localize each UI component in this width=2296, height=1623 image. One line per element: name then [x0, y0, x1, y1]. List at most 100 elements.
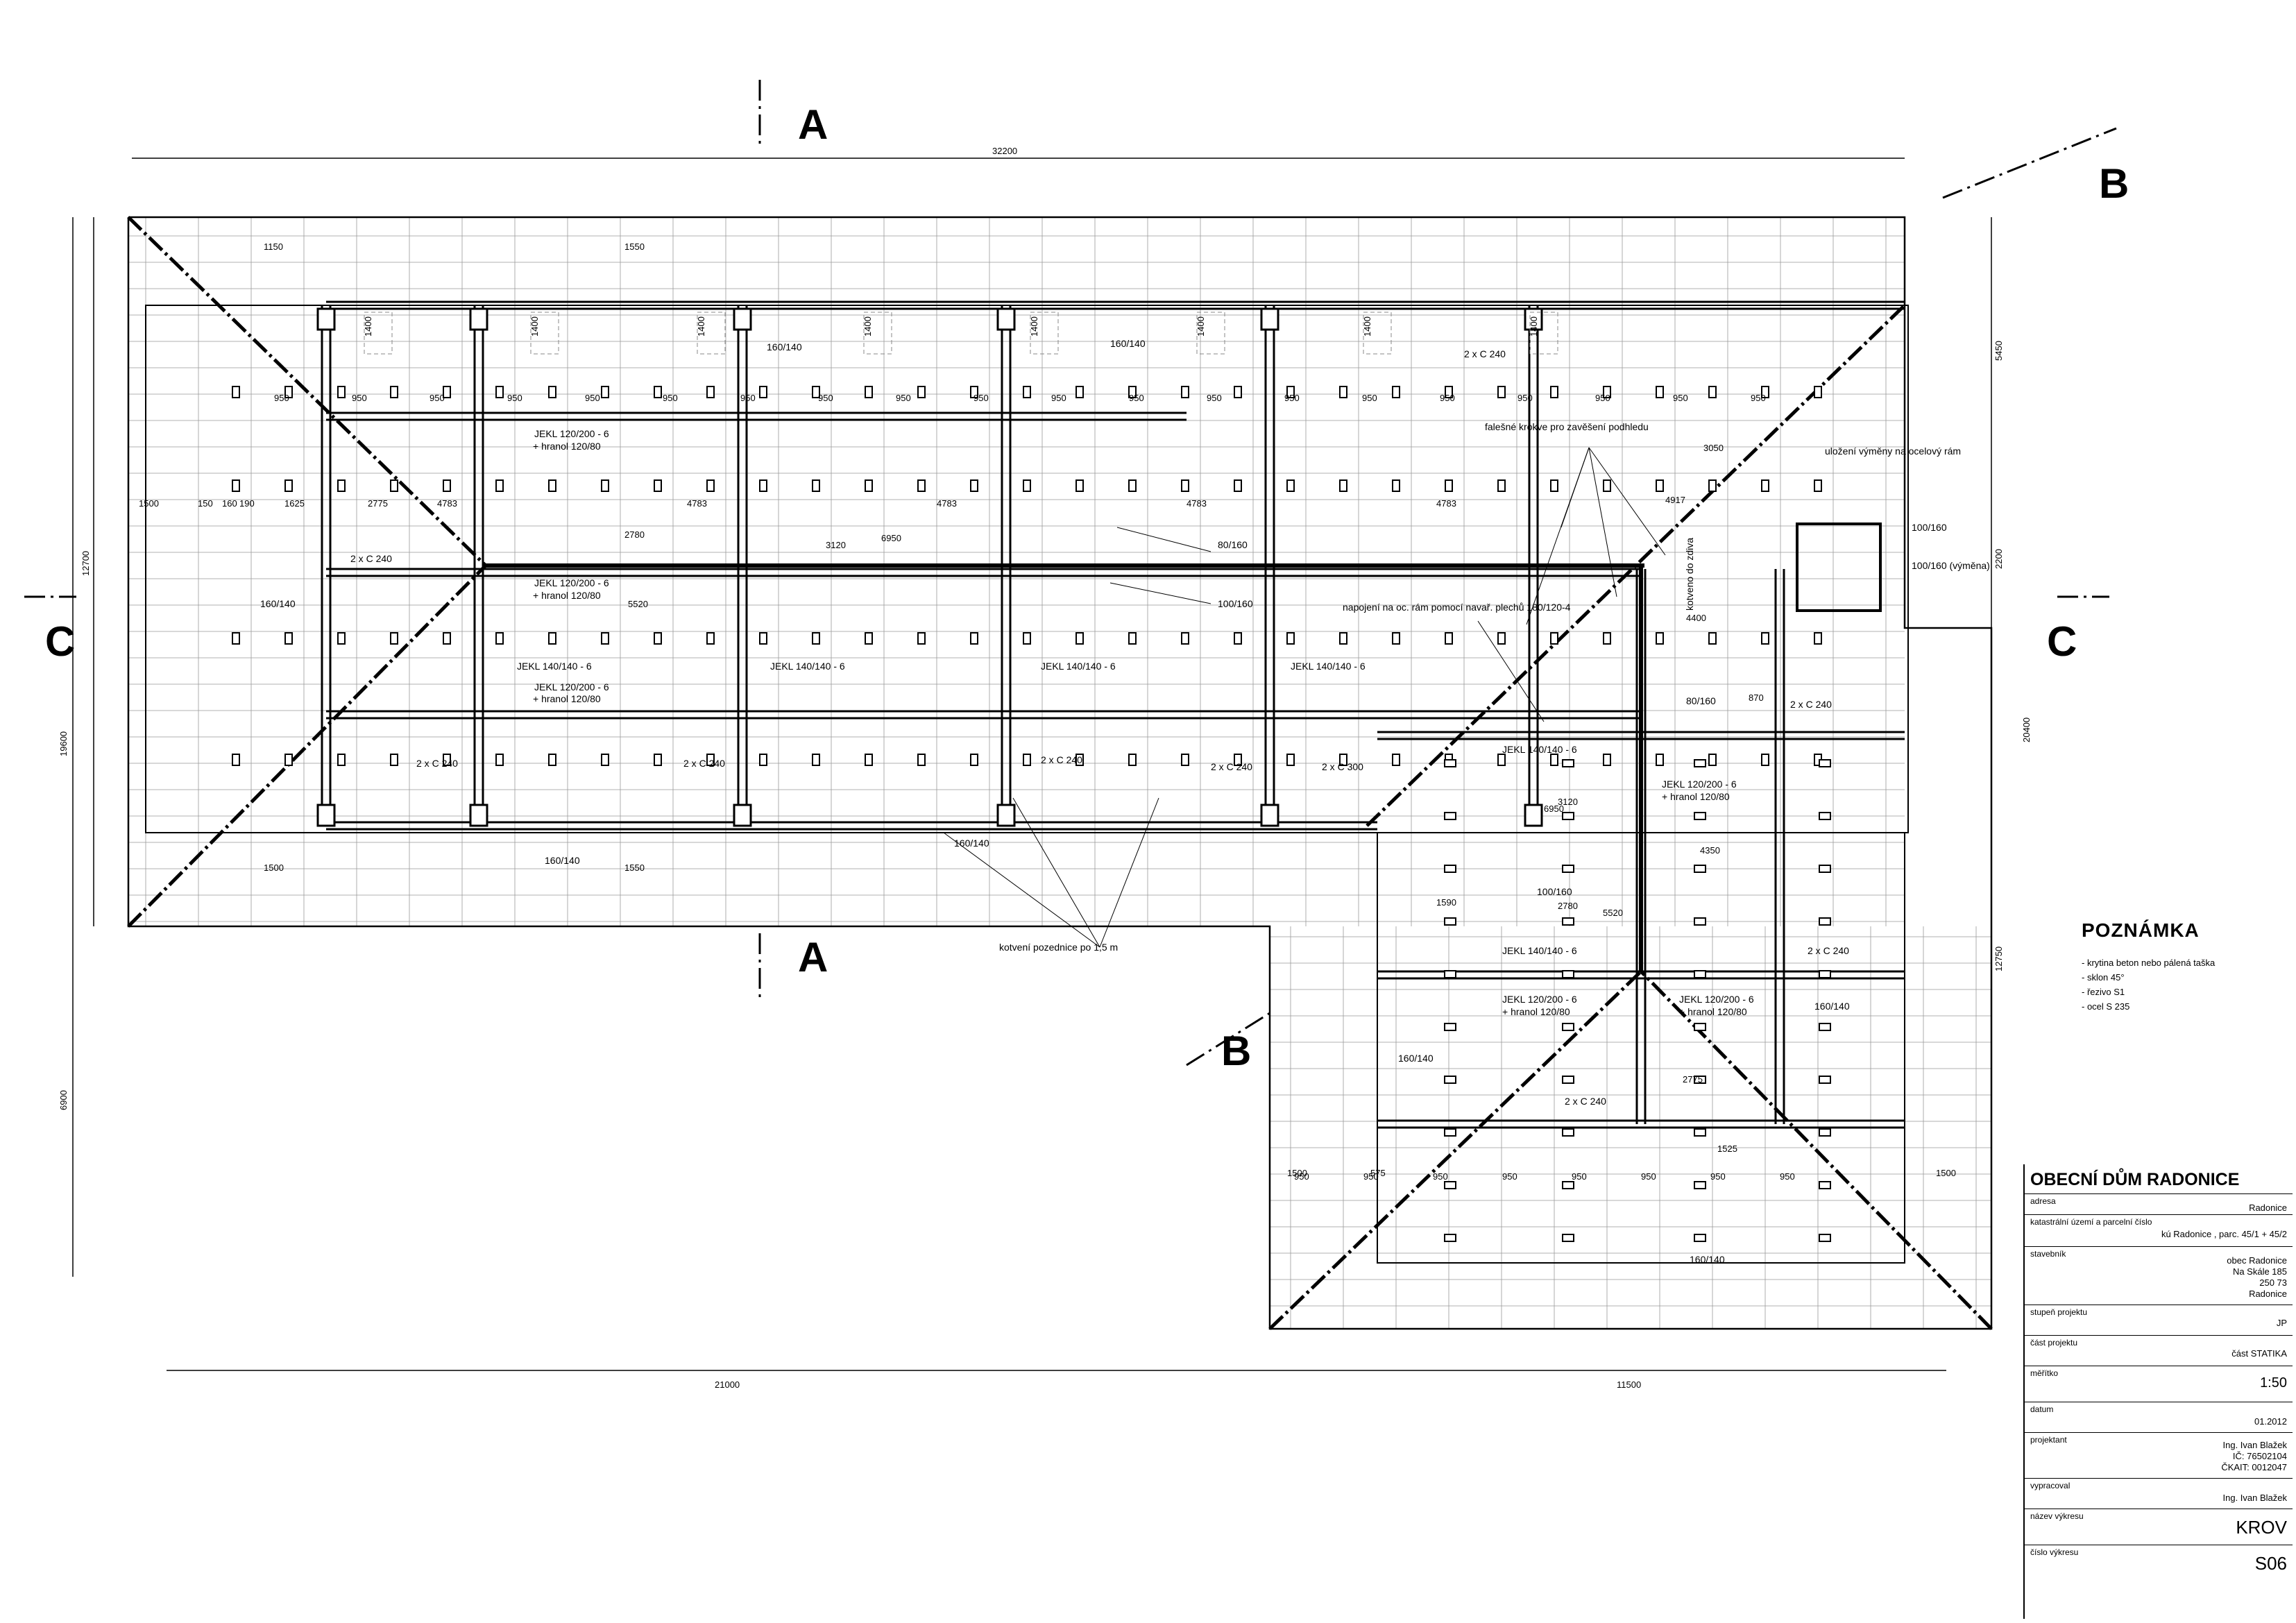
rafter-mark: [1656, 386, 1664, 398]
frame-post: [996, 804, 1016, 827]
tb-value: Ing. Ivan Blažek IČ: 76502104 ČKAIT: 001…: [2221, 1440, 2287, 1472]
tb-value: Ing. Ivan Blažek: [2222, 1493, 2288, 1503]
label-beam-160-140-f: 160/140: [1814, 1001, 1850, 1012]
rafter-mark: [1819, 1023, 1831, 1031]
tb-row-stupen: stupeň projektu JP: [2025, 1305, 2293, 1330]
rafter-mark: [917, 754, 926, 766]
dim-edge_l: 3050: [1703, 443, 1724, 453]
rafter-mark: [337, 479, 346, 492]
tb-label: projektant: [2030, 1435, 2067, 1445]
rafter-mark: [1814, 386, 1822, 398]
rafter-mark: [1181, 479, 1189, 492]
rafter-mark: [759, 386, 767, 398]
frame-post: [733, 307, 752, 331]
frame-post: [469, 804, 488, 827]
label-beam-160-140-g: 160/140: [1398, 1053, 1434, 1064]
dim-edge_a: 1500: [139, 498, 159, 509]
rafter-mark: [601, 479, 609, 492]
label-jekl-140-e: JEKL 140/140 - 6: [1502, 744, 1577, 755]
rafter-mark: [337, 754, 346, 766]
label-jekl-120-b: JEKL 120/200 - 6: [534, 577, 609, 588]
rafter-mark: [443, 479, 451, 492]
label-napojeni: napojení na oc. rám pomocí navař. plechů…: [1343, 602, 1571, 613]
rafter-mark: [1444, 1076, 1456, 1084]
rafter-mark: [706, 632, 715, 645]
window-opening: [1363, 312, 1392, 355]
dimension-lines: [72, 158, 1992, 1371]
dim-edge_h: 1590: [1436, 897, 1456, 908]
frame-post: [1524, 307, 1543, 331]
tb-row-katastr: katastrální území a parcelní číslo kú Ra…: [2025, 1214, 2293, 1239]
dim-edge_c: 2775: [368, 498, 388, 509]
dim-rafter-spacing: 950: [1502, 1171, 1517, 1182]
roof-outline: [127, 216, 1993, 1330]
label-beam-100-160-b: 100/160: [1537, 886, 1572, 897]
notes-title: POZNÁMKA: [2082, 919, 2200, 941]
rafter-mark: [1497, 754, 1506, 766]
rafter-mark: [284, 386, 293, 398]
window-opening: [1196, 312, 1225, 355]
section-mark-b-bottom: B: [1221, 1028, 1251, 1074]
rafter-mark: [865, 386, 873, 398]
frame-post: [996, 307, 1016, 331]
rafter-mark: [1444, 917, 1456, 926]
rafter-mark: [1708, 754, 1717, 766]
dim-rafter-spacing: 950: [1129, 393, 1144, 403]
rafter-mark: [1392, 632, 1400, 645]
rafter-mark: [1656, 479, 1664, 492]
dim-rafter-spacing: 950: [1294, 1171, 1309, 1182]
tb-label: vypracoval: [2030, 1481, 2070, 1490]
note-item: - sklon 45°: [2082, 972, 2125, 983]
rafter-mark: [548, 479, 556, 492]
rafter-mark: [232, 632, 240, 645]
rafter-mark: [284, 479, 293, 492]
window-opening: [697, 312, 726, 355]
dim-sub_a: 2780: [624, 529, 645, 540]
label-beam-80-160-b: 80/160: [1686, 695, 1716, 706]
window-opening: [364, 312, 393, 355]
label-ulozeni-vymeny: uložení výměny na ocelový rám: [1825, 445, 1961, 457]
window-opening: [1529, 312, 1558, 355]
section-marks: [24, 80, 2117, 1067]
rafter-mark: [337, 632, 346, 645]
dim-bay-spacing: 4783: [437, 498, 457, 509]
dim-rafter-spacing: 950: [1751, 393, 1766, 403]
rafter-mark: [443, 754, 451, 766]
rafter-mark: [1286, 479, 1295, 492]
window-size: 1400: [529, 316, 540, 337]
label-beam-160-140-h: 160/140: [1690, 1254, 1725, 1265]
rafter-marks: [232, 386, 1831, 1242]
rafter-mark: [1445, 479, 1453, 492]
rafter-mark: [1562, 1023, 1574, 1031]
dim-left-lower: 6900: [58, 1090, 69, 1110]
rafter-mark: [654, 632, 662, 645]
dim-rafter-spacing: 950: [1363, 1171, 1379, 1182]
label-jekl-120-c: JEKL 120/200 - 6: [534, 681, 609, 692]
rafter-mark: [1444, 1023, 1456, 1031]
rafter-mark: [1023, 479, 1031, 492]
rafter-mark: [1286, 386, 1295, 398]
rafter-mark: [1497, 479, 1506, 492]
label-c240-a: 2 x C 240: [416, 758, 458, 769]
label-jekl-120-f: JEKL 120/200 - 6: [1679, 994, 1754, 1005]
dim-rafter-spacing: 950: [1207, 393, 1222, 403]
rafter-mark: [1392, 754, 1400, 766]
label-jekl-140-a: JEKL 140/140 - 6: [517, 661, 592, 672]
rafter-mark: [759, 632, 767, 645]
tb-row-datum: datum 01.2012: [2025, 1402, 2293, 1427]
frame-post: [316, 307, 336, 331]
section-mark-c-left: C: [45, 618, 75, 665]
rafter-mark: [1550, 386, 1558, 398]
note-item: - krytina beton nebo pálená taška: [2082, 958, 2216, 968]
title-block: OBECNÍ DŮM RADONICE adresa Radonice kata…: [2023, 1164, 2293, 1619]
tb-label: číslo výkresu: [2030, 1547, 2079, 1557]
rafter-mark: [1814, 632, 1822, 645]
rafter-mark: [1819, 1181, 1831, 1189]
rafter-mark: [759, 479, 767, 492]
label-beam-100-160-vymena: 100/160 (výměna): [1912, 560, 1990, 571]
dim-bay-spacing: 4783: [937, 498, 957, 509]
rafter-mark: [1392, 479, 1400, 492]
rafter-mark: [1694, 1128, 1706, 1137]
tb-label: část projektu: [2030, 1338, 2078, 1348]
